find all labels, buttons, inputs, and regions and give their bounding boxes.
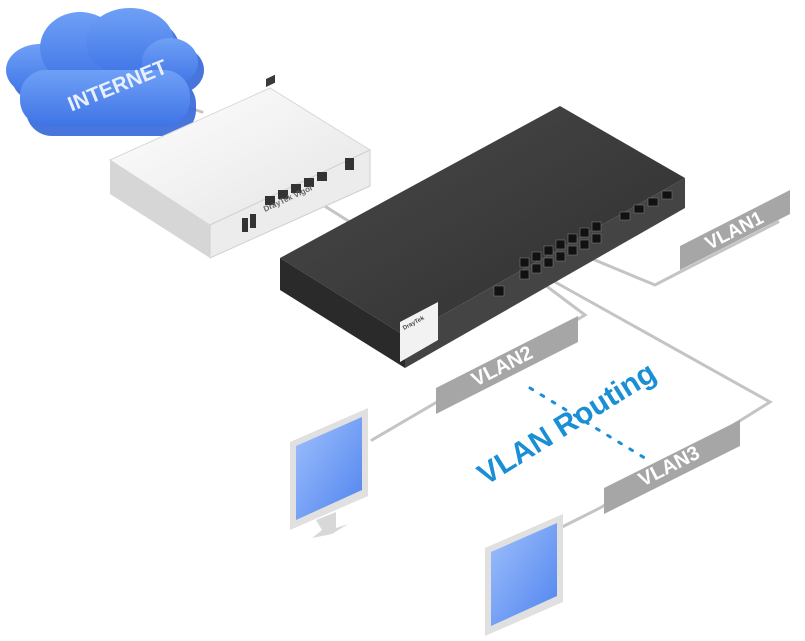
vlan3-label: VLAN3 — [635, 442, 703, 491]
routing-dotted-line — [528, 386, 650, 462]
vlan1-label: VLAN1 — [702, 207, 767, 254]
router-icon: DrayTek Vigor — [108, 74, 372, 259]
cloud-icon: INTERNET — [6, 8, 204, 136]
router-ports — [266, 74, 275, 87]
vlan3-tag: VLAN3 — [604, 420, 740, 514]
monitor-icon — [290, 408, 368, 538]
vlan1-tag: VLAN1 — [680, 190, 790, 270]
monitor-icon — [485, 514, 563, 636]
vlan2-label: VLAN2 — [468, 342, 536, 391]
cable-vlan1 — [588, 220, 780, 287]
switch-icon: DrayTek — [280, 106, 685, 368]
switch-ports — [493, 190, 673, 297]
